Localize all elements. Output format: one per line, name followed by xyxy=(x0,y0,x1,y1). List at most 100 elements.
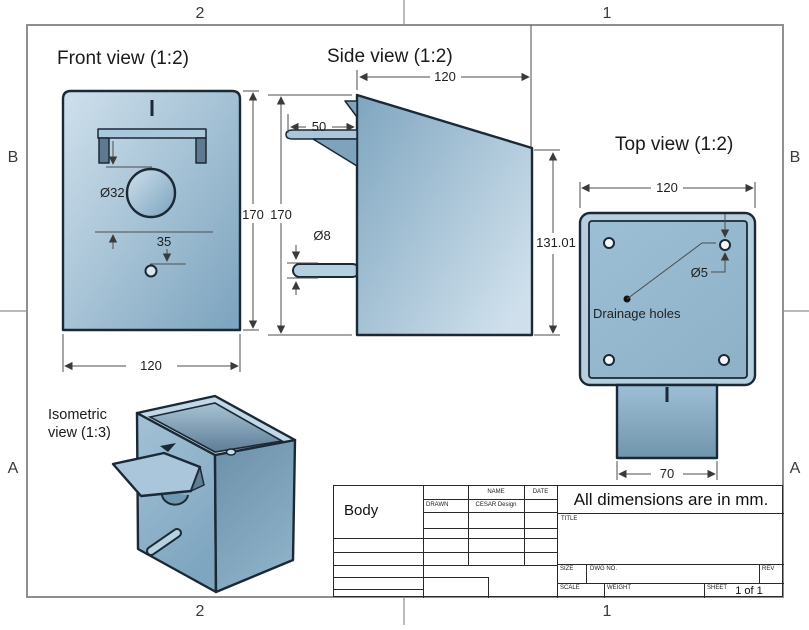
tb-divider xyxy=(586,564,587,583)
front-dim-height: 170 xyxy=(242,90,264,331)
tb-label-rev: REV xyxy=(762,566,775,572)
tb-label-weight: WEIGHT xyxy=(607,585,631,591)
side-hood-gusset xyxy=(312,138,358,167)
front-dim-hole-offset: 35 xyxy=(95,141,213,265)
tb-divider xyxy=(557,564,784,565)
tb-drawn-by: CESAR Design xyxy=(475,502,517,508)
top-dim-drain-text: Ø5 xyxy=(691,265,708,280)
side-dim-back-height: 131.01 xyxy=(534,149,576,336)
top-annotation-leader: Drainage holes xyxy=(593,242,716,321)
side-view: Side view (1:2) 50 120 170 xyxy=(268,25,576,337)
tb-col-name: NAME xyxy=(487,489,505,495)
iso-hood-edge xyxy=(190,466,205,492)
side-dim-hood-text: 50 xyxy=(312,119,326,134)
iso-perch-hole-far xyxy=(225,448,237,456)
zone-label-top-2: 2 xyxy=(196,5,205,22)
part-name: Body xyxy=(344,502,379,519)
isometric-view: Isometric view (1:3) xyxy=(48,394,297,594)
front-perch-hole xyxy=(144,264,158,278)
zone-label-bottom-1: 1 xyxy=(603,603,612,620)
tb-divider xyxy=(334,538,557,539)
tb-label-sheet: SHEET xyxy=(707,585,728,591)
side-view-title: Side view (1:2) xyxy=(327,46,453,67)
zone-label-top-1: 1 xyxy=(603,5,612,22)
tb-divider xyxy=(557,513,784,514)
tb-label-title: TITLE xyxy=(561,516,578,522)
zone-label-left-a: A xyxy=(8,460,19,477)
top-dim-drain-dia: Ø5 xyxy=(691,214,730,280)
tb-divider xyxy=(423,512,557,513)
drainage-holes-label: Drainage holes xyxy=(593,306,681,321)
side-dim-hood: 50 xyxy=(287,114,355,134)
tb-label-scale: SCALE xyxy=(560,585,580,591)
tb-divider xyxy=(557,486,558,598)
iso-rim-notch xyxy=(160,443,176,452)
iso-title-line1: Isometric xyxy=(48,407,107,423)
side-dim-depth-text: 120 xyxy=(434,69,456,84)
front-roof-bar xyxy=(97,128,207,139)
top-dim-width-text: 120 xyxy=(656,180,678,195)
drain-hole-bottom-right xyxy=(718,354,730,366)
front-view-title: Front view (1:2) xyxy=(57,48,189,69)
side-dim-height-text: 170 xyxy=(270,207,292,222)
side-dim-depth: 120 xyxy=(356,25,532,147)
iso-title-line2: view (1:3) xyxy=(48,425,111,441)
side-dim-perch: Ø8 xyxy=(287,228,331,295)
zone-label-left-b: B xyxy=(8,149,19,166)
top-dim-bracket: 70 xyxy=(616,461,718,481)
tb-divider xyxy=(557,583,784,584)
side-dim-back-height-text: 131.01 xyxy=(536,235,576,250)
tb-divider xyxy=(423,499,557,500)
front-dim-hole-dia-text: Ø32 xyxy=(100,185,125,200)
side-body xyxy=(355,93,534,337)
top-dim-width: 120 xyxy=(579,180,756,208)
tb-divider xyxy=(468,486,469,565)
tb-divider xyxy=(423,486,424,598)
tb-divider xyxy=(334,589,423,590)
front-dim-width: 120 xyxy=(62,334,241,373)
front-roof-tab-left xyxy=(98,137,110,164)
top-view: Top view (1:2) Drainage holes Ø5 120 xyxy=(578,134,757,481)
tb-divider xyxy=(759,564,760,583)
top-inner-face xyxy=(588,220,748,379)
dimensions-note: All dimensions are in mm. xyxy=(573,489,769,509)
zone-label-bottom-2: 2 xyxy=(196,603,205,620)
side-hood-back-tab xyxy=(344,100,358,118)
side-dim-perch-text: Ø8 xyxy=(313,228,330,243)
tb-label-dwg-no: DWG NO. xyxy=(590,566,617,572)
side-perch-rod xyxy=(292,263,360,278)
tb-divider xyxy=(488,577,489,598)
tb-divider xyxy=(334,552,557,553)
iso-interior xyxy=(147,402,285,453)
drain-hole-top-right xyxy=(719,239,731,251)
tb-row-drawn: DRAWN xyxy=(426,502,449,508)
front-dim-offset-text: 35 xyxy=(157,234,171,249)
drain-hole-bottom-left xyxy=(603,354,615,366)
side-dim-height: 170 xyxy=(268,94,352,336)
iso-right-face xyxy=(213,438,297,594)
tb-divider xyxy=(334,565,557,566)
iso-entrance-hole xyxy=(160,491,189,506)
front-dim-width-text: 120 xyxy=(140,358,162,373)
tb-divider xyxy=(704,583,705,598)
top-view-title: Top view (1:2) xyxy=(615,134,733,155)
tb-divider xyxy=(423,528,557,529)
tb-divider xyxy=(334,577,488,578)
front-dim-height-text: 170 xyxy=(242,207,264,222)
top-dim-bracket-text: 70 xyxy=(660,466,674,481)
title-block: Body NAME DATE DRAWN CESAR Design All di… xyxy=(333,485,784,598)
tb-label-size: SIZE xyxy=(560,566,574,572)
front-view: Front view (1:2) 35 Ø32 170 xyxy=(57,48,264,373)
zone-label-right-a: A xyxy=(790,460,801,477)
zone-label-right-b: B xyxy=(790,149,801,166)
front-entrance-hole xyxy=(125,167,177,219)
iso-perch-rod xyxy=(148,530,180,554)
front-roof-tab-right xyxy=(195,137,207,164)
tb-col-date: DATE xyxy=(532,489,549,495)
tb-divider xyxy=(604,583,605,598)
tb-divider xyxy=(524,486,525,565)
drain-hole-top-left xyxy=(603,237,615,249)
